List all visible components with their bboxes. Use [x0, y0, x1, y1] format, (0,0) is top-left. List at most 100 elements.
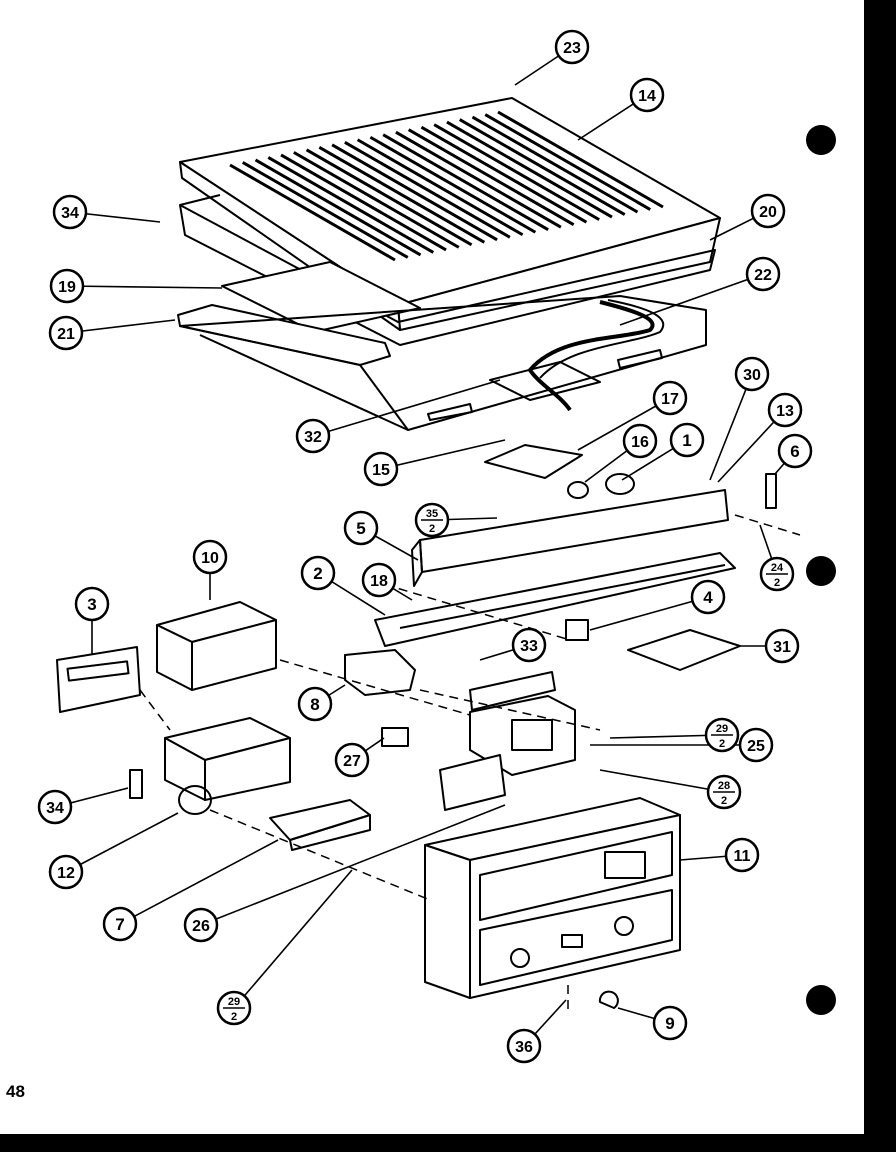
callout-label: 31: [773, 639, 791, 656]
grille-slots: [229, 110, 664, 262]
callout-label: 26: [192, 918, 210, 935]
callout-label: 32: [304, 429, 322, 446]
exploded-view-drawing: 2314342019222132173013151616510218343331…: [37, 29, 813, 1064]
callout-label: 12: [57, 865, 75, 882]
callout-16: 16: [622, 423, 658, 459]
shield-rail: [374, 552, 736, 647]
callout-19: 19: [49, 268, 85, 304]
callout-label: 34: [46, 800, 64, 817]
control-panel-11: [424, 797, 681, 999]
callout-label: 8: [310, 695, 319, 714]
bulb: [605, 473, 635, 495]
callout-label: 20: [759, 204, 777, 221]
callout-17: 17: [652, 380, 688, 416]
callout-21: 21: [48, 315, 84, 351]
page-number: 48: [6, 1082, 25, 1101]
callout-label: 14: [638, 88, 656, 105]
callout-label: 13: [776, 403, 794, 420]
fraction-bottom: 2: [231, 1011, 237, 1023]
callout-label: 11: [734, 848, 751, 865]
callout-25: 25: [738, 727, 774, 763]
callout-label: 7: [115, 915, 124, 934]
wire-harness: [528, 300, 655, 412]
box-10: [156, 601, 277, 691]
filter-panel: [221, 261, 421, 333]
callout-2: 2: [300, 555, 336, 591]
callout-label: 22: [754, 267, 772, 284]
callout-label: 30: [743, 367, 761, 384]
fraction-top: 24: [771, 562, 784, 574]
callout-12: 12: [48, 854, 84, 890]
callout-34a: 34: [52, 194, 88, 230]
callout-label: 23: [563, 40, 581, 57]
callout-label: 6: [790, 442, 799, 461]
frame-bottom-edge: [0, 1134, 896, 1152]
callout-label: 9: [665, 1014, 674, 1033]
frame-right-edge: [864, 0, 896, 1152]
callout-label: 2: [313, 564, 322, 583]
callout-label: 16: [631, 434, 649, 451]
fraction-callout-29-2b: 292: [216, 990, 252, 1026]
fraction-top: 29: [228, 996, 240, 1008]
callout-label: 4: [703, 588, 713, 607]
fraction-callout-24-2: 242: [759, 556, 795, 592]
callout-label: 17: [661, 391, 679, 408]
callout-label: 3: [87, 595, 96, 614]
callout-36: 36: [506, 1028, 542, 1064]
callout-22: 22: [745, 256, 781, 292]
callout-label: 25: [747, 738, 765, 755]
part-31-plate: [627, 629, 741, 671]
upper-housing: [179, 194, 716, 346]
callout-4: 4: [690, 579, 726, 615]
callout-33: 33: [511, 627, 547, 663]
callout-3: 3: [74, 586, 110, 622]
fraction-bottom: 2: [429, 523, 435, 535]
bulb-fitting: [567, 481, 589, 499]
callout-9: 9: [652, 1005, 688, 1041]
control-housing: [129, 717, 291, 815]
fraction-top: 29: [716, 723, 728, 735]
callout-13: 13: [767, 392, 803, 428]
callout-5: 5: [343, 510, 379, 546]
callout-label: 1: [682, 431, 691, 450]
callout-30: 30: [734, 356, 770, 392]
callout-6: 6: [777, 433, 813, 469]
callout-label: 10: [201, 550, 219, 567]
fraction-callout-35-2: 352: [414, 502, 450, 538]
callout-23: 23: [554, 29, 590, 65]
callout-label: 27: [343, 753, 361, 770]
callout-26: 26: [183, 907, 219, 943]
part-6: [765, 473, 777, 509]
lower-tray: [177, 295, 707, 431]
callout-34b: 34: [37, 789, 73, 825]
part-27: [381, 727, 409, 747]
fraction-top: 35: [426, 508, 438, 520]
callout-label: 34: [61, 205, 79, 222]
callout-15: 15: [363, 451, 399, 487]
registration-dot: [806, 985, 836, 1015]
fraction-bottom: 2: [719, 738, 725, 750]
callout-27: 27: [334, 742, 370, 778]
callout-8: 8: [297, 686, 333, 722]
callout-1: 1: [669, 422, 705, 458]
light-socket: [484, 444, 583, 479]
fraction-bottom: 2: [774, 577, 780, 589]
callout-11: 11: [724, 837, 760, 873]
callout-label: 5: [356, 519, 365, 538]
switch-4: [565, 619, 589, 641]
callout-32: 32: [295, 418, 331, 454]
callout-label: 21: [57, 326, 75, 343]
callout-10: 10: [192, 539, 228, 575]
callout-7: 7: [102, 906, 138, 942]
callout-14: 14: [629, 77, 665, 113]
fraction-callout-28-2: 282: [706, 774, 742, 810]
bracket-8: [344, 649, 416, 696]
registration-dot: [806, 125, 836, 155]
callout-label: 18: [370, 573, 388, 590]
registration-dot: [806, 556, 836, 586]
callout-label: 33: [520, 638, 538, 655]
callout-label: 19: [58, 279, 76, 296]
callout-20: 20: [750, 193, 786, 229]
part-9: [598, 990, 619, 1009]
